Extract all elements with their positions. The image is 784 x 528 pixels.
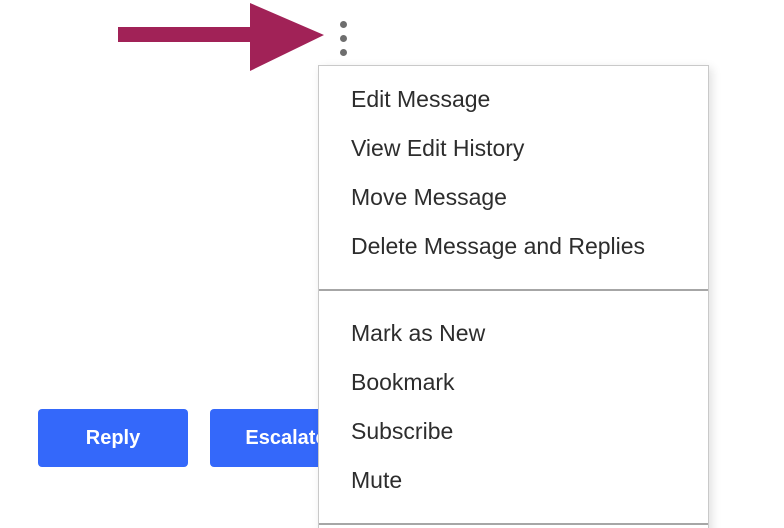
menu-item-mute[interactable]: Mute	[351, 467, 403, 493]
menu-item-mark-as-new[interactable]: Mark as New	[351, 320, 486, 346]
kebab-dot	[340, 21, 347, 28]
arrow-annotation	[118, 3, 324, 71]
menu-item-bookmark[interactable]: Bookmark	[351, 369, 455, 395]
menu-item-edit-message[interactable]: Edit Message	[351, 86, 491, 112]
menu-divider	[319, 289, 708, 291]
menu-item-view-edit-history[interactable]: View Edit History	[351, 135, 525, 161]
menu-item-subscribe[interactable]: Subscribe	[351, 418, 454, 444]
menu-section-message-actions: Edit Message View Edit History Move Mess…	[319, 66, 708, 271]
kebab-dot	[340, 49, 347, 56]
context-menu: Edit Message View Edit History Move Mess…	[318, 65, 709, 528]
menu-divider	[319, 523, 708, 525]
kebab-menu-icon[interactable]	[340, 21, 347, 56]
reply-button[interactable]: Reply	[38, 409, 188, 467]
menu-item-move-message[interactable]: Move Message	[351, 184, 507, 210]
menu-item-delete-message-and-replies[interactable]: Delete Message and Replies	[351, 233, 646, 259]
menu-section-thread-actions: Mark as New Bookmark Subscribe Mute	[319, 309, 708, 505]
kebab-dot	[340, 35, 347, 42]
